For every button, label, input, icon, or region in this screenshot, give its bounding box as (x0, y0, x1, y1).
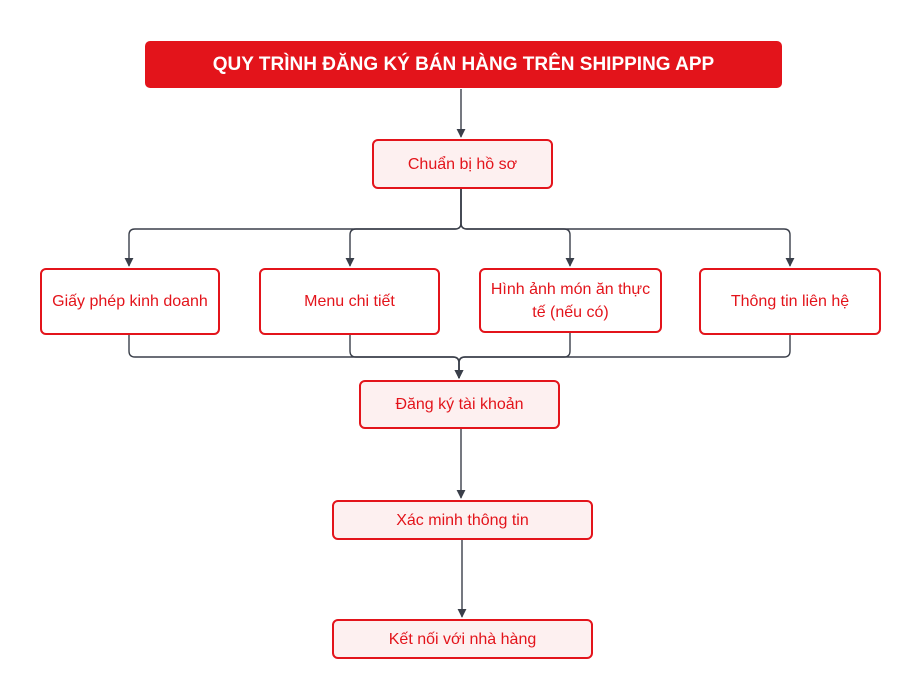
node-verify-information: Xác minh thông tin (332, 500, 593, 540)
connector-prepare-to-menu (345, 189, 462, 267)
node-contact-info: Thông tin liên hệ (699, 268, 881, 335)
connector-prepare-to-license (124, 189, 462, 267)
connector-prepare-to-contact (460, 189, 795, 267)
node-prepare-documents: Chuẩn bị hồ sơ (372, 139, 553, 189)
node-connect-restaurant: Kết nối với nhà hàng (332, 619, 593, 659)
connector-menu-to-register (349, 335, 464, 379)
connector-photos-to-register (454, 333, 571, 379)
node-register-account: Đăng ký tài khoản (359, 380, 560, 429)
node-business-license: Giấy phép kinh doanh (40, 268, 220, 335)
node-detailed-menu: Menu chi tiết (259, 268, 440, 335)
process-title: QUY TRÌNH ĐĂNG KÝ BÁN HÀNG TRÊN SHIPPING… (145, 41, 782, 88)
connector-prepare-to-photos (460, 189, 575, 267)
node-food-photos: Hình ảnh món ăn thực tế (nếu có) (479, 268, 662, 333)
connector-contact-to-register (454, 335, 791, 379)
